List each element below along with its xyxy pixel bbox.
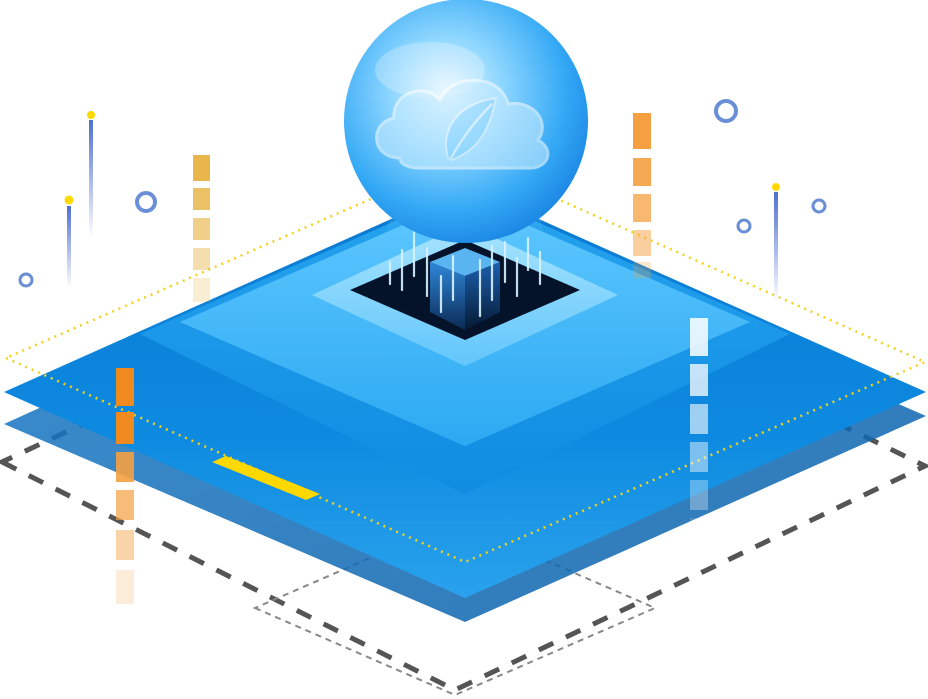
white-dashed-pole-right xyxy=(690,318,708,542)
signal-line-right xyxy=(772,183,780,302)
signal-line-left-2 xyxy=(64,195,74,288)
ring-decoration-2 xyxy=(18,272,34,288)
orange-dashed-pole-left xyxy=(116,368,134,604)
yellow-marker-bar xyxy=(212,456,320,500)
ring-decoration-3 xyxy=(714,99,738,123)
dotted-outline xyxy=(2,156,928,564)
orange-dashed-pole-right xyxy=(633,113,651,278)
signal-line-left-1 xyxy=(87,111,95,238)
ring-decoration-4 xyxy=(736,218,752,234)
cloud-leaf-icon xyxy=(375,78,550,170)
ring-decoration-5 xyxy=(811,198,827,214)
floor-dashed-outline xyxy=(0,240,928,693)
ring-decoration-1 xyxy=(135,191,157,213)
yellow-dashed-pole-left xyxy=(193,155,210,302)
chip-cube-left xyxy=(430,262,465,330)
